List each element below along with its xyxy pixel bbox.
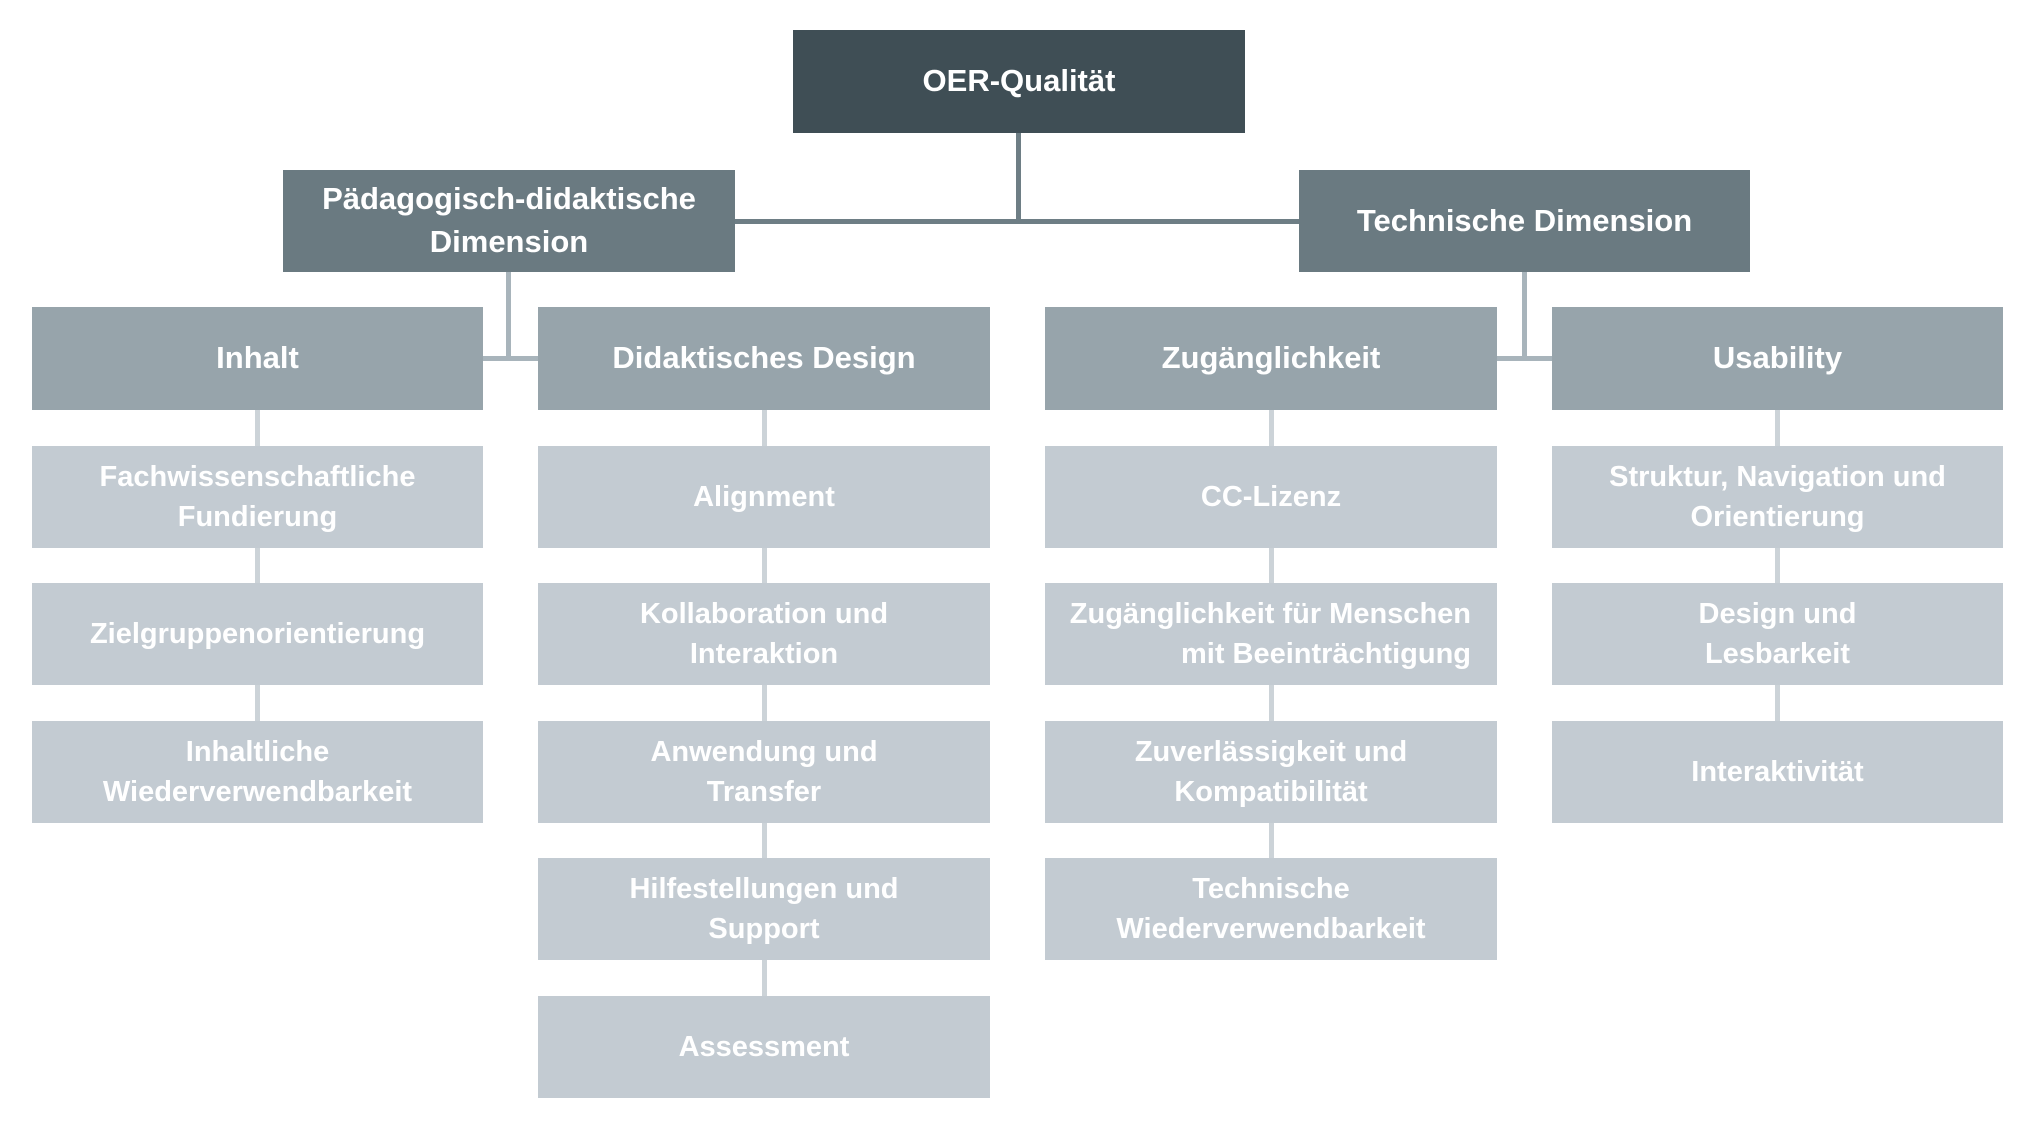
node-cc-lizenz: CC-Lizenz [1045,446,1497,548]
connector-col2-2 [762,548,767,583]
node-technische-dimension: Technische Dimension [1299,170,1750,272]
connector-col2-4 [762,823,767,858]
connector-col1-3 [255,685,260,721]
node-zielgruppenorientierung: Zielgruppenorientierung [32,583,483,685]
connector-col4-1 [1775,410,1780,446]
connector-col3-3 [1269,685,1274,721]
node-assessment: Assessment [538,996,990,1098]
connector-col3-1 [1269,410,1274,446]
connector-col4-3 [1775,685,1780,721]
connector-technische-stub [1522,272,1527,361]
connector-root-vertical [1016,133,1021,219]
connector-col1-2 [255,548,260,583]
connector-paedagogisch-horizontal [483,356,538,361]
node-kollaboration-und-interaktion: Kollaboration und Interaktion [538,583,990,685]
node-zugaenglichkeit-fuer-menschen-mit-beeintraechtigung: Zugänglichkeit für Menschen mit Beeinträ… [1045,583,1497,685]
connector-col2-5 [762,960,767,996]
node-technische-wiederverwendbarkeit: Technische Wiederverwendbarkeit [1045,858,1497,960]
node-struktur-navigation-und-orientierung: Struktur, Navigation und Orientierung [1552,446,2003,548]
node-oer-qualitaet: OER-Qualität [793,30,1245,133]
connector-col3-2 [1269,548,1274,583]
node-fachwissenschaftliche-fundierung: Fachwissenschaftliche Fundierung [32,446,483,548]
node-zugaenglichkeit: Zugänglichkeit [1045,307,1497,410]
node-paedagogisch-didaktische-dimension: Pädagogisch-didaktische Dimension [283,170,735,272]
node-anwendung-und-transfer: Anwendung und Transfer [538,721,990,823]
connector-col2-3 [762,685,767,721]
connector-col1-1 [255,410,260,446]
connector-col4-2 [1775,548,1780,583]
node-inhalt: Inhalt [32,307,483,410]
node-hilfestellungen-und-support: Hilfestellungen und Support [538,858,990,960]
connector-dimensions-horizontal [735,219,1299,224]
node-inhaltliche-wiederverwendbarkeit: Inhaltliche Wiederverwendbarkeit [32,721,483,823]
node-zuverlaessigkeit-und-kompatibilitaet: Zuverlässigkeit und Kompatibilität [1045,721,1497,823]
connector-paedagogisch-stub [506,272,511,361]
node-design-und-lesbarkeit: Design und Lesbarkeit [1552,583,2003,685]
node-usability: Usability [1552,307,2003,410]
connector-col3-4 [1269,823,1274,858]
connector-col2-1 [762,410,767,446]
node-interaktivitaet: Interaktivität [1552,721,2003,823]
node-alignment: Alignment [538,446,990,548]
node-didaktisches-design: Didaktisches Design [538,307,990,410]
connector-technische-horizontal [1497,356,1552,361]
